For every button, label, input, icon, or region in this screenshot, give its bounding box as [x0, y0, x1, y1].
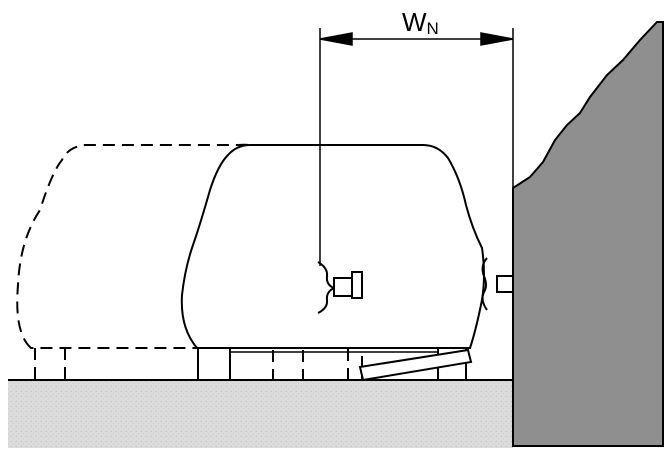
dimension-arrow-right-icon [480, 32, 514, 46]
dimension-wn [319, 28, 514, 266]
dimension-arrow-left-icon [319, 32, 353, 46]
rock-wall [512, 21, 664, 447]
right-coupler [481, 257, 514, 311]
dimension-label-main: W [402, 7, 427, 37]
dimension-label: WN [402, 7, 439, 38]
vehicle-body [180, 144, 485, 349]
ground [8, 380, 513, 448]
left-coupler [317, 261, 363, 314]
dimension-label-subscript: N [427, 19, 439, 38]
front-left-wheel [197, 347, 231, 381]
tilted-plate [358, 348, 473, 382]
